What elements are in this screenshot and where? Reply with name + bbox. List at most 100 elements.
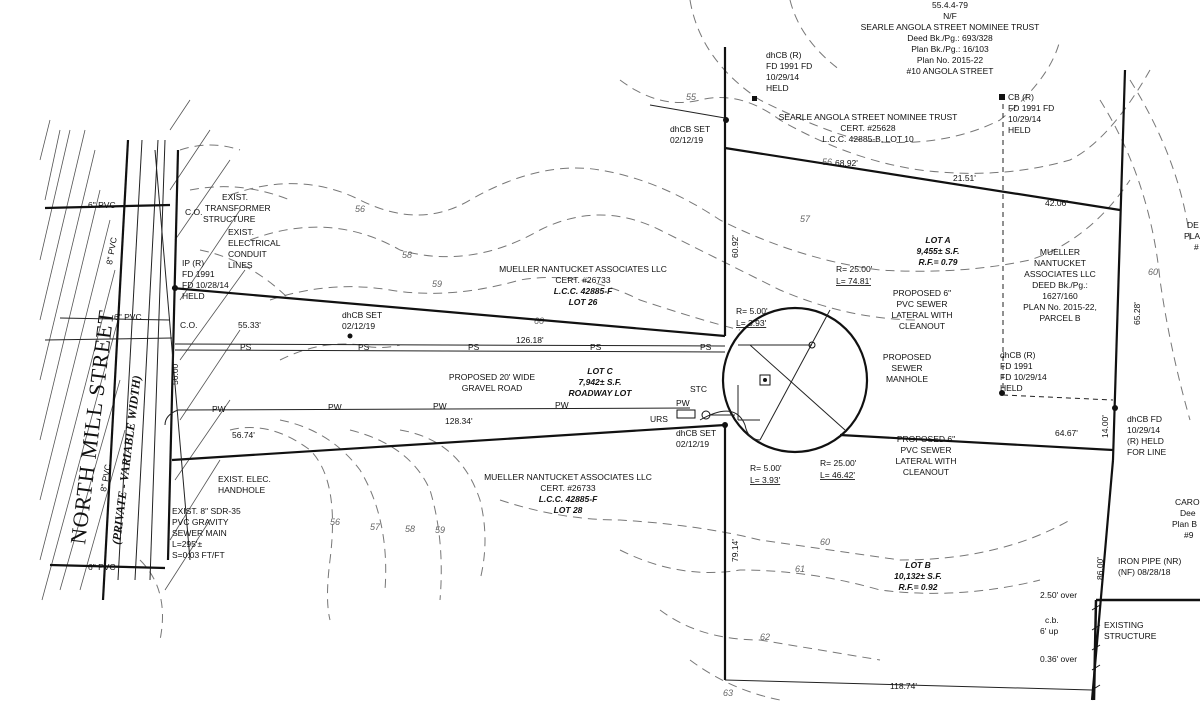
distance-label: 14.00'	[1100, 415, 1110, 438]
distance-label: 60.92'	[730, 235, 740, 258]
curve-line: L= 46.42'	[820, 470, 855, 480]
curve-top-right: R= 25.00' L= 74.81'	[836, 264, 873, 286]
gravel-road-label: PROPOSED 20' WIDE GRAVEL ROAD	[449, 372, 536, 393]
monument-line: HELD	[1008, 125, 1031, 135]
existing-structure	[1091, 598, 1200, 701]
abutter-line: CARO	[1175, 497, 1200, 507]
offset-note: 2.50' over	[1040, 590, 1077, 600]
abutter-line: MUELLER NANTUCKET ASSOCIATES LLC	[499, 264, 667, 274]
contour-label: 59	[432, 279, 442, 289]
distance-label: 21.51'	[953, 173, 976, 183]
contour-label: 60	[820, 537, 830, 547]
monument-iron-pipe: IRON PIPE (NR) (NF) 08/28/18	[1118, 556, 1181, 577]
contour-label: 60	[1148, 267, 1158, 277]
monument-line: 10/29/14	[1008, 114, 1041, 124]
abutter-line: Plan No. 2015-22	[917, 55, 983, 65]
abutter-line: PARCEL B	[1039, 313, 1080, 323]
lot-line: LOT C	[587, 366, 613, 376]
lot-line: LOT B	[905, 560, 931, 570]
monument-line: 10/29/14	[1127, 425, 1160, 435]
sewer-manhole-label: PROPOSED SEWER MANHOLE	[883, 352, 931, 384]
lot-line: R.F.= 0.79	[919, 257, 958, 267]
note-line: CLEANOUT	[899, 321, 945, 331]
distance-label: 128.34'	[445, 416, 473, 426]
note-line: PVC GRAVITY	[172, 517, 229, 527]
note-line: MANHOLE	[886, 374, 928, 384]
monument-ip-left: IP (R) FD 1991 FD 10/28/14 HELD	[182, 258, 229, 301]
monument-dhcb-set-left: dhCB SET 02/12/19	[342, 310, 382, 331]
utility-lines	[44, 149, 735, 561]
pw-label: PW	[555, 400, 569, 410]
pw-label: PW	[328, 402, 342, 412]
monument-dhcb-fd: dhCB FD 10/29/14 (R) HELD FOR LINE	[1127, 414, 1167, 457]
contour-lines	[139, 0, 1191, 701]
monument-line: FD 1991 FD	[1008, 103, 1054, 113]
note-line: PROPOSED 20' WIDE	[449, 372, 536, 382]
transformer-label: EXIST. TRANSFORMER STRUCTURE	[203, 192, 271, 224]
lot-lines	[171, 47, 1127, 701]
contour-label: 62	[760, 632, 770, 642]
lot-line: ROADWAY LOT	[569, 388, 633, 398]
contour-label: 56	[330, 517, 340, 527]
monument-line: 02/12/19	[670, 135, 703, 145]
abutter-searle-cert: SEARLE ANGOLA STREET NOMINEE TRUST CERT.…	[779, 112, 958, 144]
distance-label: 42.06'	[1045, 198, 1068, 208]
abutter-de: DE PLA #	[1184, 220, 1200, 252]
contour-label: 58	[405, 524, 415, 534]
monument-line: dhCB SET	[342, 310, 382, 320]
ps-label: PS	[468, 342, 480, 352]
monument-line: HELD	[766, 83, 789, 93]
note-line: LINES	[228, 260, 253, 270]
abutter-line: NANTUCKET	[1034, 258, 1086, 268]
curve-line: R= 5.00'	[736, 306, 768, 316]
abutter-line: PLA	[1184, 231, 1200, 241]
pvc-label: 8" PVC	[104, 236, 119, 265]
distance-label: 126.18'	[516, 335, 544, 345]
monument-line: dhCB SET	[670, 124, 710, 134]
curve-bottom-left: R= 5.00' L= 3.93'	[750, 463, 782, 485]
note-line: SEWER MAIN	[172, 528, 227, 538]
monument-line: dhCB (R)	[1000, 350, 1036, 360]
structure-labels: EXISTING STRUCTURE 2.50' over c.b. 6' up…	[1040, 590, 1157, 664]
curve-line: R= 25.00'	[836, 264, 873, 274]
abutter-line: 55.4.4-79	[932, 0, 968, 10]
ps-label: PS	[358, 342, 370, 352]
curve-bottom-right: R= 25.00' L= 46.42'	[820, 458, 857, 480]
contour-label: 59	[435, 525, 445, 535]
monument-line: 02/12/19	[342, 321, 375, 331]
abutter-line: Deed Bk./Pg.: 693/328	[907, 33, 993, 43]
note-line: EXIST. 8" SDR-35	[172, 506, 241, 516]
curve-line: L= 3.93'	[750, 475, 781, 485]
urs-label: URS	[650, 414, 668, 424]
ps-label: PS	[240, 342, 252, 352]
pvc-label: 8" PVC	[98, 463, 113, 492]
pw-label: PW	[433, 401, 447, 411]
ps-label: PS	[700, 342, 712, 352]
note-line: EXIST.	[222, 192, 248, 202]
abutter-line: #	[1194, 242, 1199, 252]
offset-note: 0.36' over	[1040, 654, 1077, 664]
contour-label: 56	[355, 204, 365, 214]
abutter-searle-top: 55.4.4-79 N/F SEARLE ANGOLA STREET NOMIN…	[861, 0, 1040, 76]
abutter-line: CERT. #25628	[840, 123, 895, 133]
abutter-line: L.C.C. 42885-B, LOT 10	[822, 134, 914, 144]
handhole-label: EXIST. ELEC. HANDHOLE	[218, 474, 271, 495]
contour-label: 57	[800, 214, 811, 224]
monument-dhcb-right: dhCB (R) FD 1991 FD 10/29/14 HELD	[1000, 350, 1047, 393]
note-line: PVC SEWER	[900, 445, 951, 455]
distance-label: 56.00'	[170, 362, 180, 385]
distance-label: 65.28'	[1132, 302, 1142, 325]
curve-line: R= 5.00'	[750, 463, 782, 473]
abutter-mueller-right: MUELLER NANTUCKET ASSOCIATES LLC DEED Bk…	[1023, 247, 1097, 323]
monument-line: HELD	[1000, 383, 1023, 393]
monument-line: FD 1991	[182, 269, 215, 279]
note-line: TRANSFORMER	[205, 203, 271, 213]
distance-labels: 55.33' 126.18' 128.34' 56.74' 60.92' 68.…	[170, 158, 1142, 691]
abutter-line: MUELLER NANTUCKET ASSOCIATES LLC	[484, 472, 652, 482]
monument-line: dhCB SET	[676, 428, 716, 438]
conduit-label: EXIST. ELECTRICAL CONDUIT LINES	[228, 227, 281, 270]
pvc-label: 6" PVC	[114, 312, 142, 322]
curve-line: L= 3.93'	[736, 318, 767, 328]
monument-line: HELD	[182, 291, 205, 301]
abutter-line: L.C.C. 42885-F	[539, 494, 598, 504]
